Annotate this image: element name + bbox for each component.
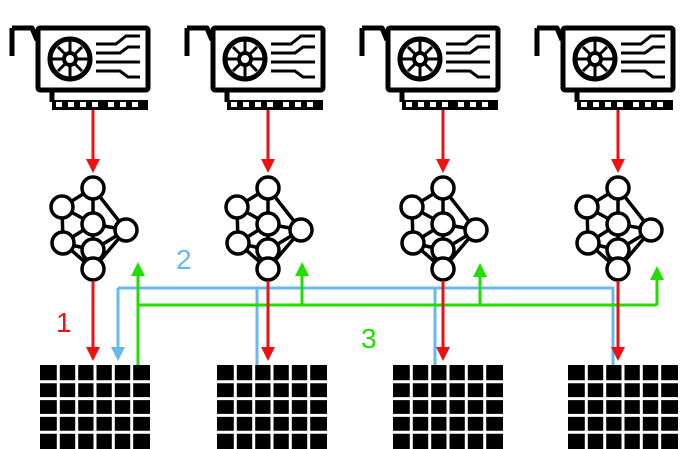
data-arrow-2 <box>261 281 275 361</box>
data-grid-icon <box>215 363 329 449</box>
data-grid-icon <box>391 363 505 449</box>
gpu-arrow-2 <box>261 110 275 173</box>
gpu-card-icon <box>12 28 148 110</box>
gather-line-main <box>136 303 657 365</box>
broadcast-lines <box>111 286 615 365</box>
gpu-arrow-4 <box>611 110 625 173</box>
data-grid-icon <box>38 363 152 449</box>
step-label-1: 1 <box>56 307 72 338</box>
neural-network-icon <box>49 175 139 282</box>
gather-arrow-2 <box>295 262 309 305</box>
broadcast-arrow-1 <box>111 288 125 361</box>
gpu-arrow-3 <box>436 110 450 173</box>
network-to-data-arrows <box>86 281 625 361</box>
neural-network-icon <box>574 175 664 282</box>
data-grid-icon <box>566 363 680 449</box>
gather-arrow-1 <box>131 262 145 305</box>
data-arrow-1 <box>86 281 100 361</box>
gpu-to-network-arrows <box>86 110 625 173</box>
gpu-card-icon <box>187 28 323 110</box>
gather-lines <box>131 262 664 365</box>
data-arrow-3 <box>436 281 450 361</box>
broadcast-line-main <box>118 286 615 365</box>
step-label-3: 3 <box>361 323 377 354</box>
gpu-card-icon <box>362 28 498 110</box>
data-arrow-4 <box>611 281 625 361</box>
column-icons <box>12 28 680 449</box>
gpu-arrow-1 <box>86 110 100 173</box>
neural-network-icon <box>399 175 489 282</box>
step-label-2: 2 <box>176 244 192 275</box>
neural-network-icon <box>224 175 314 282</box>
gather-arrow-4 <box>650 266 664 305</box>
gpu-card-icon <box>537 28 673 110</box>
gather-arrow-3 <box>473 263 487 305</box>
